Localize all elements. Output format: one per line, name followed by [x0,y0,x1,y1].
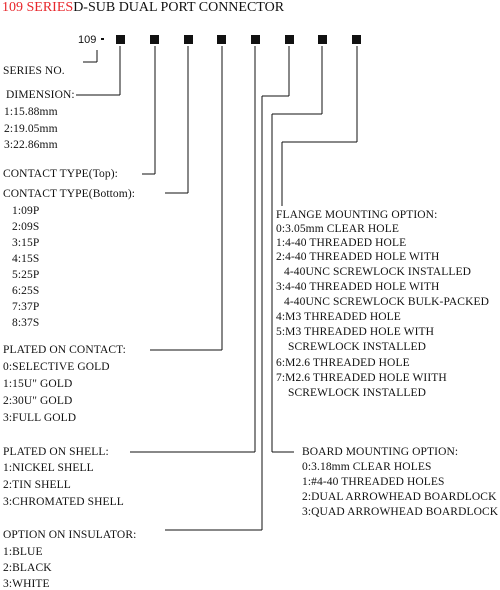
plated-shell-heading: PLATED ON SHELL: [3,446,109,458]
plated-contact-option: 0:SELECTIVE GOLD [3,361,110,373]
plated-contact-option: 3:FULL GOLD [3,412,77,424]
contact-bottom-heading: CONTACT TYPE(Bottom): [3,188,136,200]
flange-option: 3:4-40 THREADED HOLE WITH [276,281,440,293]
contact-bottom-option: 1:09P [12,205,40,217]
flange-option: 5:M3 THREADED HOLE WITH [276,326,435,338]
part-number-dash [101,38,104,40]
board-option: 0:3.18mm CLEAR HOLES [302,461,432,473]
insulator-option: 3:WHITE [3,578,50,590]
code-slot-5 [251,35,260,44]
contact-bottom-option: 7:37P [12,301,40,313]
flange-option: 4:M3 THREADED HOLE [276,311,401,323]
flange-option-continued: 4-40UNC SCREWLOCK BULK-PACKED [284,296,490,308]
plated-contact-option: 1:15U" GOLD [3,378,73,390]
code-slot-4 [217,35,226,44]
page-title: 109 SERIESD-SUB DUAL PORT CONNECTOR [2,0,284,16]
flange-option-continued: SCREWLOCK INSTALLED [288,341,427,353]
insulator-option: 2:BLACK [3,562,52,574]
plated-contact-heading: PLATED ON CONTACT: [3,344,126,356]
code-slot-7 [318,35,327,44]
board-option: 1:#4-40 THREADED HOLES [302,476,445,488]
board-option: 2:DUAL ARROWHEAD BOARDLOCK [302,491,497,503]
flange-option-continued: SCREWLOCK INSTALLED [288,387,427,399]
flange-heading: FLANGE MOUNTING OPTION: [276,209,438,221]
plated-shell-option: 1:NICKEL SHELL [3,462,94,474]
contact-top-heading: CONTACT TYPE(Top): [3,168,118,180]
insulator-option: 1:BLUE [3,546,43,558]
board-heading: BOARD MOUNTING OPTION: [302,446,459,458]
series-no-heading: SERIES NO. [3,65,65,77]
flange-option: 7:M2.6 THREADED HOLE WIITH [276,372,447,384]
code-slot-3 [184,35,193,44]
contact-bottom-option: 3:15P [12,237,40,249]
board-option: 3:QUAD ARROWHEAD BOARDLOCK [302,506,499,518]
series-label: 109 SERIES [2,0,74,15]
flange-option: 1:4-40 THREADED HOLE [276,237,407,249]
dimension-option: 1:15.88mm [4,106,58,118]
dimension-option: 3:22.86mm [4,139,58,151]
product-name: D-SUB DUAL PORT CONNECTOR [73,0,285,15]
code-slot-2 [150,35,159,44]
contact-bottom-option: 8:37S [12,317,40,329]
contact-bottom-option: 5:25P [12,269,40,281]
code-slot-1 [116,35,125,44]
flange-option: 0:3.05mm CLEAR HOLE [276,223,399,235]
code-slot-8 [352,35,361,44]
plated-shell-option: 2:TIN SHELL [3,479,71,491]
flange-option: 6:M2.6 THREADED HOLE [276,357,410,369]
contact-bottom-option: 6:25S [12,285,40,297]
part-number-prefix: 109 [78,34,97,46]
plated-shell-option: 3:CHROMATED SHELL [3,496,124,508]
plated-contact-option: 2:30U" GOLD [3,395,73,407]
flange-option: 2:4-40 THREADED HOLE WITH [276,251,440,263]
insulator-heading: OPTION ON INSULATOR: [3,529,137,541]
dimension-heading: DIMENSION: [6,89,75,101]
flange-option-continued: 4-40UNC SCREWLOCK INSTALLED [284,266,472,278]
dimension-option: 2:19.05mm [4,123,58,135]
contact-bottom-option: 2:09S [12,221,40,233]
code-slot-6 [285,35,294,44]
contact-bottom-option: 4:15S [12,253,40,265]
